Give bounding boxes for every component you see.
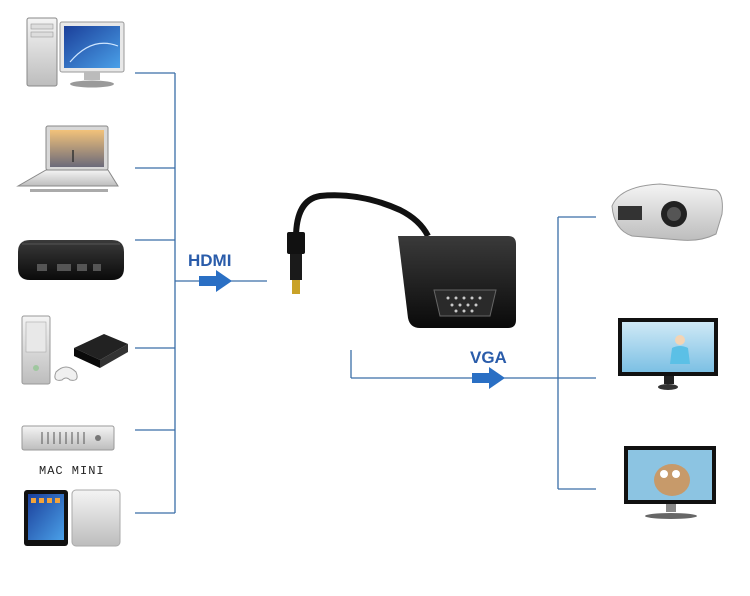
lcd-monitor-icon xyxy=(618,318,718,390)
ipad-icon xyxy=(24,489,121,547)
game-consoles-icon xyxy=(21,315,128,385)
vga-label: VGA xyxy=(470,348,507,367)
source-connector-lines xyxy=(135,72,267,514)
hdmi-vga-adapter-icon xyxy=(287,192,516,328)
hdmi-arrow-icon xyxy=(199,270,232,292)
vga-arrow-icon xyxy=(472,367,505,389)
mac-mini-icon xyxy=(21,425,115,451)
mac-mini-caption: MAC MINI xyxy=(39,464,105,478)
tv-icon xyxy=(624,446,716,519)
apple-tv-icon xyxy=(18,240,124,280)
laptop-icon xyxy=(16,125,119,192)
hdmi-label: HDMI xyxy=(188,251,231,270)
desktop-computer-icon xyxy=(26,17,125,88)
projector-icon xyxy=(611,183,723,241)
